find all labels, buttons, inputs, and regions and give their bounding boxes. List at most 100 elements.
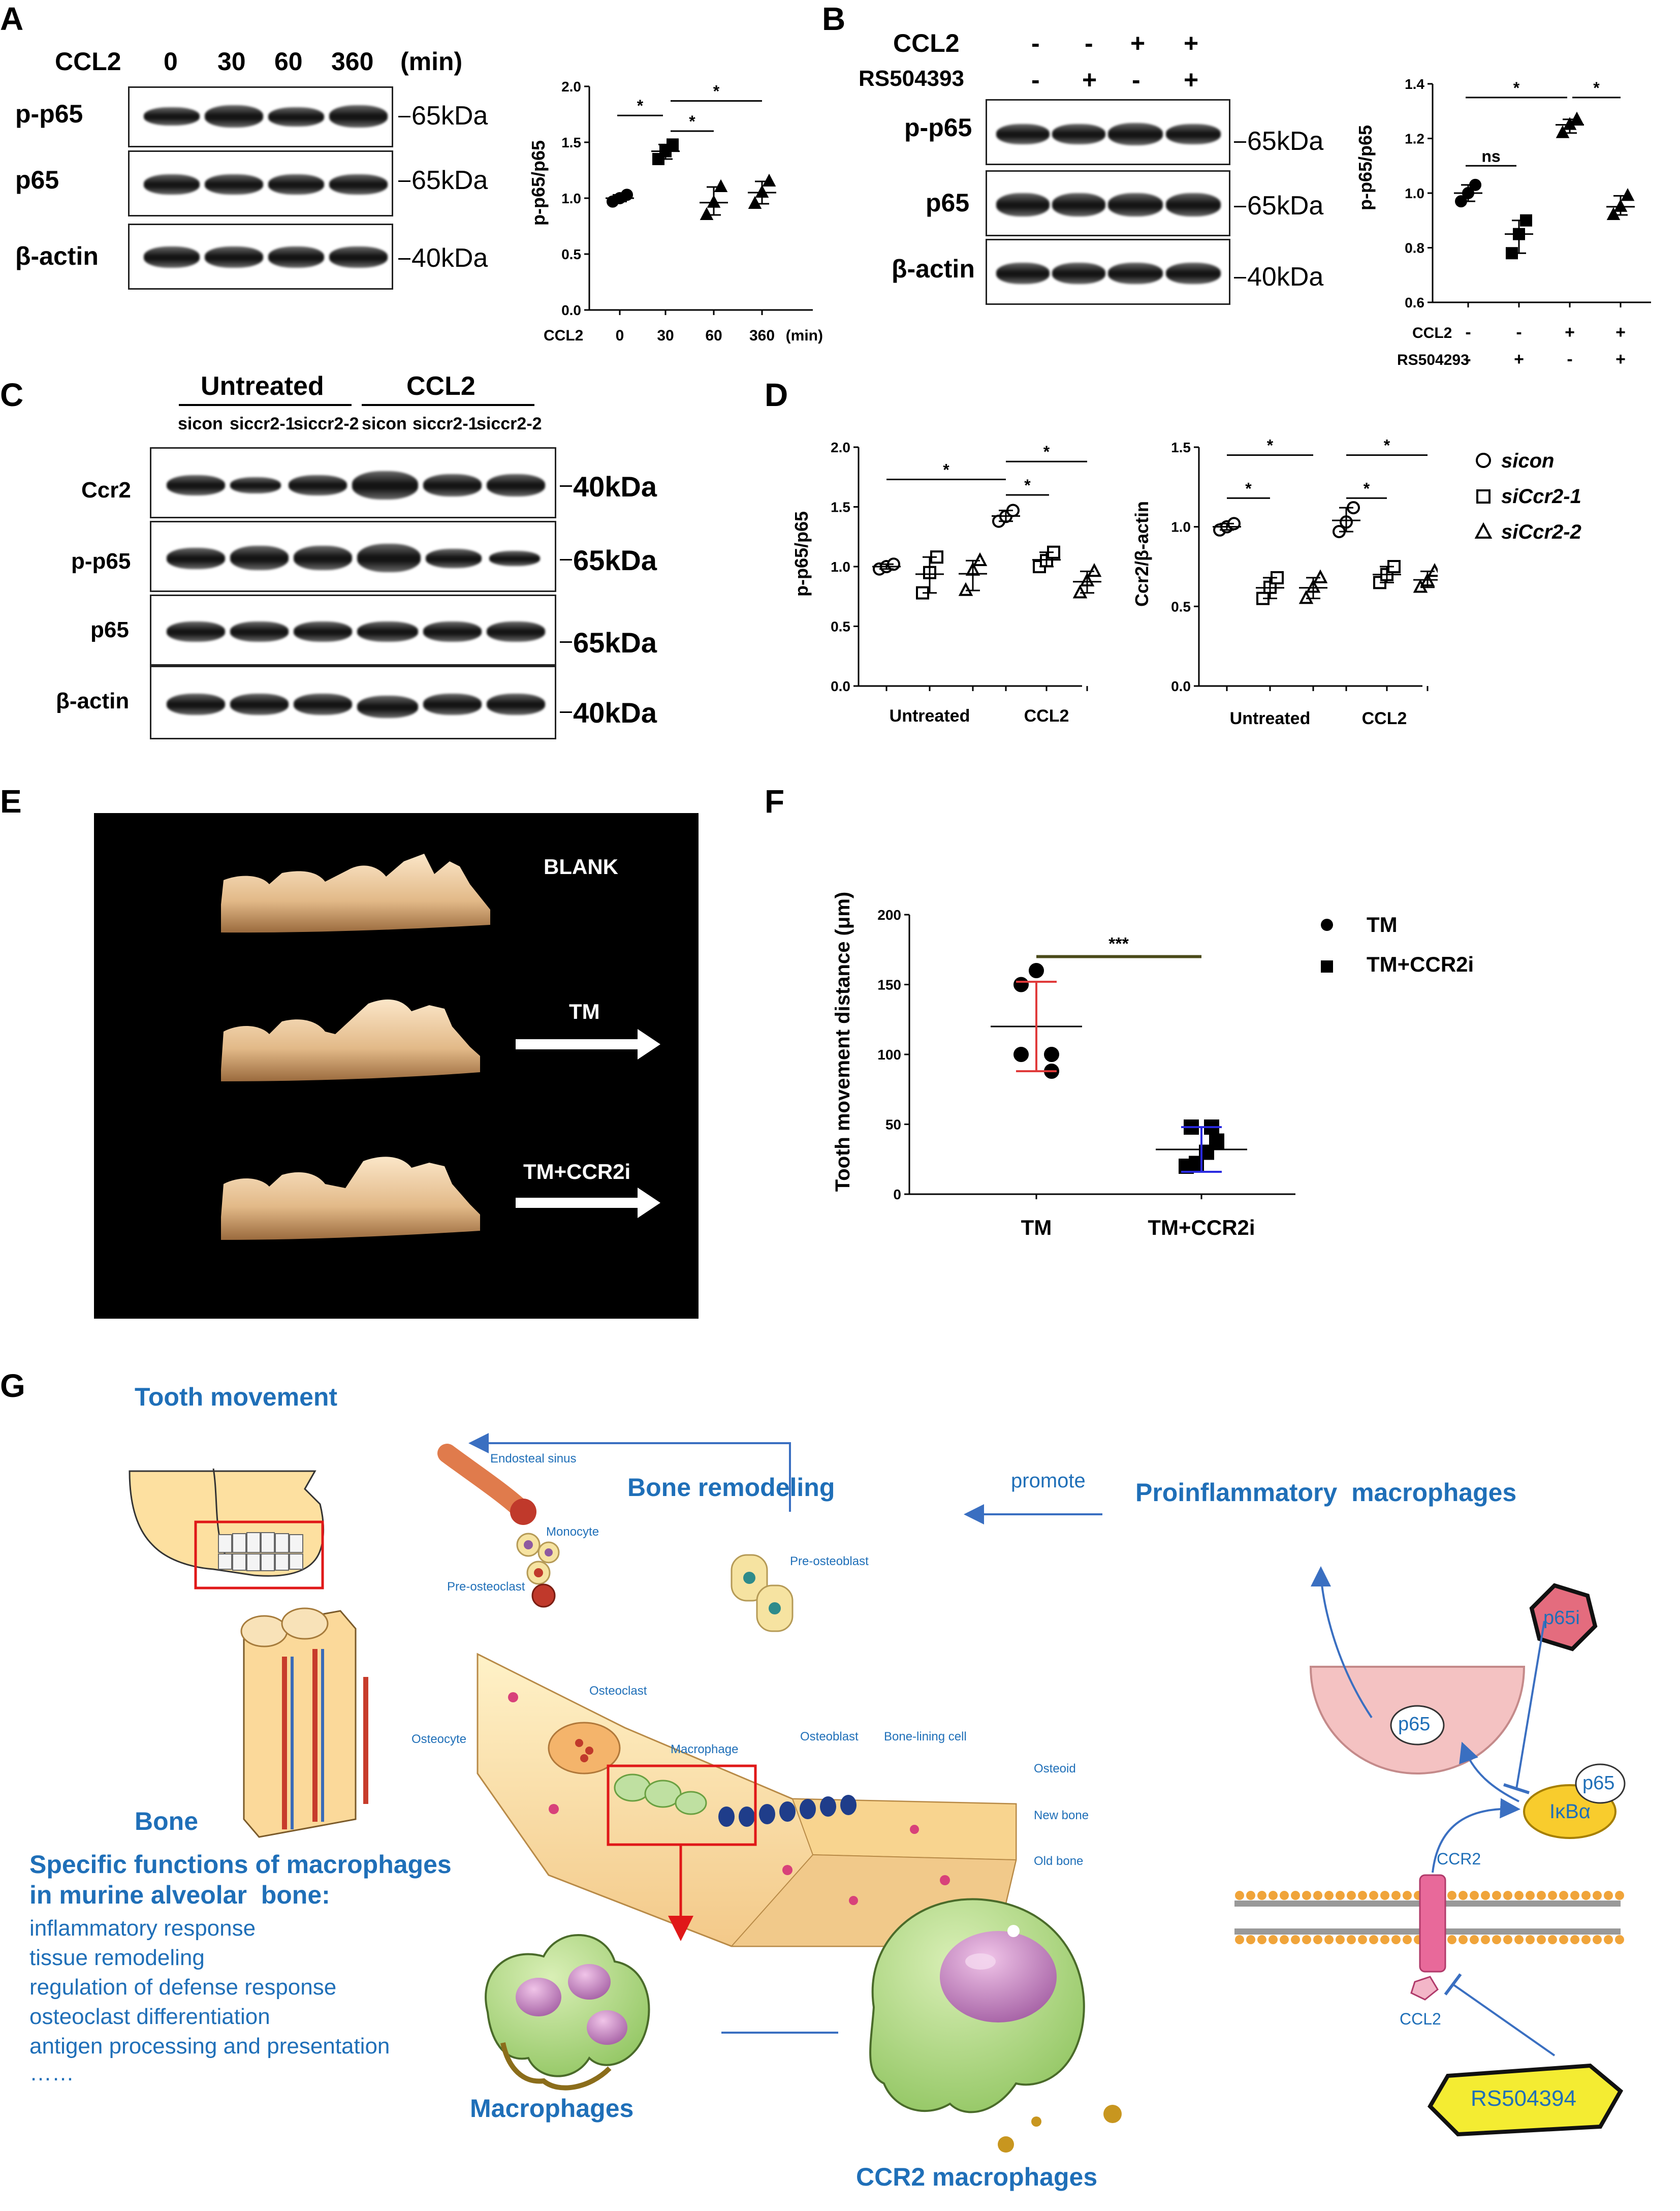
chart-d1-siCcr2-2-0-point-0 — [958, 582, 973, 596]
g-bone-label: Bone — [135, 1807, 198, 1835]
micro-ct-image: BLANK TM TM+CCR2i — [94, 813, 699, 1319]
chart-d2-ytick-label-1: 0.5 — [1171, 599, 1191, 614]
blot-a-row-label-pp65: p-p65 — [15, 100, 83, 128]
g-function-5: antigen processing and presentation — [29, 2034, 390, 2059]
chart-a-xunit: (min) — [786, 327, 823, 344]
membrane-head — [1257, 1935, 1266, 1944]
label-osteoclast: Osteoclast — [589, 1684, 647, 1698]
membrane-head — [1570, 1935, 1579, 1944]
legend-f-square-marker — [1321, 960, 1333, 973]
membrane-head — [1481, 1935, 1490, 1944]
blot-c-lane-4: sicon — [362, 414, 407, 433]
chart-f-xlabel-tm-ccr2i: TM+CCR2i — [1148, 1216, 1255, 1239]
jaw-tm — [221, 999, 480, 1081]
chart-d1-group-untreated: Untreated — [890, 706, 970, 726]
membrane-head — [1369, 1935, 1378, 1944]
membrane-head — [1604, 1935, 1613, 1944]
jaw-blank — [221, 854, 490, 933]
chart-b-sig-0-label: ns — [1481, 147, 1500, 165]
chart-d1-ytick-label-4: 2.0 — [831, 440, 850, 455]
chart-f-TM-point-2 — [1044, 1047, 1059, 1062]
blot-b-rs-label: RS504393 — [859, 66, 964, 91]
chart-a-ytick-label-3: 1.5 — [561, 135, 581, 150]
chart-b-ytick-label-2: 1.0 — [1405, 185, 1424, 201]
membrane-head — [1302, 1891, 1311, 1900]
chart-b-cond-rs-sign-2: + — [1514, 350, 1524, 369]
membrane-head — [1336, 1891, 1345, 1900]
membrane-head — [1514, 1935, 1524, 1944]
g-rs504394-label: RS504394 — [1471, 2086, 1576, 2111]
arrow-tm-ccr2i — [516, 1188, 660, 1218]
legend-f-tm: TM — [1367, 913, 1398, 937]
chart-b-cond-rs-sign-1: - — [1465, 350, 1471, 369]
blot-a-row-label-p65: p65 — [15, 166, 59, 194]
chart-f-ytick-label-1: 50 — [885, 1117, 901, 1133]
membrane-head — [1548, 1935, 1557, 1944]
g-ccr2-label: CCR2 — [1437, 1850, 1481, 1868]
blot-b-size-pp65: 65kDa — [1233, 127, 1324, 156]
chart-d1-siCcr2-2-0-point-2 — [972, 552, 988, 567]
chart-d2-siCcr2-2-0-point-2 — [1313, 569, 1328, 583]
g-p65i-label: p65i — [1543, 1607, 1580, 1629]
signaling-illustration — [1234, 1566, 1626, 2137]
skull-highlight-box — [194, 1520, 324, 1590]
chart-d1-ytick-label-2: 1.0 — [831, 559, 850, 575]
chart-f-ytick-label-4: 200 — [877, 907, 901, 923]
blot-c-strip-ccr2 — [150, 447, 556, 518]
blot-c-group-untreated: Untreated — [201, 371, 324, 401]
chart-d2-sig-2-label: * — [1364, 479, 1370, 497]
legend-d-triangle-marker — [1474, 522, 1493, 539]
membrane-head — [1235, 1891, 1244, 1900]
membrane-head — [1537, 1935, 1546, 1944]
blot-b-rs-sign-2: + — [1082, 66, 1097, 94]
membrane-head — [1257, 1891, 1266, 1900]
blot-b-row-label-actin: β-actin — [892, 255, 975, 283]
g-functions-title-2: in murine alveolar bone: — [29, 1881, 330, 1909]
membrane-head — [1492, 1935, 1501, 1944]
membrane-head — [1380, 1891, 1389, 1900]
label-osteocyte: Osteocyte — [411, 1732, 466, 1746]
panel-label-f: F — [765, 783, 785, 820]
blot-b-strip-actin — [986, 239, 1230, 305]
blot-c-strip-p65 — [150, 595, 556, 666]
legend-d-siccr2-1: siCcr2-1 — [1501, 485, 1581, 508]
membrane-head — [1302, 1935, 1311, 1944]
ccl2-ligand — [1410, 1976, 1439, 2001]
chart-d1-ytick-label-0: 0.0 — [831, 678, 850, 694]
label-pre-osteoclast: Pre-osteoclast — [447, 1580, 525, 1594]
blot-a-size-actin: 40kDa — [398, 243, 488, 273]
chart-f-TM-point-4 — [1029, 963, 1044, 978]
panel-label-a: A — [0, 1, 24, 37]
chart-d2-ytick-label-0: 0.0 — [1171, 678, 1191, 694]
membrane-head — [1570, 1891, 1579, 1900]
blot-b-ccl2-sign-3: + — [1130, 29, 1146, 57]
ccr2-receptor — [1419, 1874, 1446, 1973]
legend-d-square-marker — [1476, 489, 1491, 504]
membrane-head — [1470, 1935, 1479, 1944]
chart-d2-sig-0-label: * — [1245, 479, 1252, 497]
chart-d1-ytick-label-1: 0.5 — [831, 619, 850, 635]
chart-d1-ytick-label-3: 1.5 — [831, 500, 850, 515]
chart-b: 0.60.81.01.21.4ns** p-p65/p65 CCL2 RS504… — [1355, 76, 1651, 369]
blot-c-size-pp65: 65kDa — [559, 544, 657, 576]
chart-f-ytick-label-3: 150 — [877, 977, 901, 993]
blot-a-time-360: 360 — [331, 47, 374, 76]
chart-a-xtick-label-3: 360 — [749, 327, 775, 344]
micro-ct-label-tm: TM — [569, 1000, 600, 1023]
blot-b-ccl2-sign-4: + — [1184, 29, 1199, 57]
membrane-head — [1380, 1935, 1389, 1944]
skull-illustration — [129, 1468, 324, 1590]
membrane-head — [1313, 1935, 1322, 1944]
blot-b-size-actin: 40kDa — [1233, 262, 1324, 292]
membrane-head — [1526, 1891, 1535, 1900]
chart-f-TM-point-1 — [1013, 1047, 1029, 1062]
label-new-bone: New bone — [1034, 1809, 1089, 1822]
chart-d1-ylabel: p-p65/p65 — [791, 511, 812, 597]
blot-a-time-0: 0 — [164, 47, 178, 76]
membrane-head — [1447, 1891, 1456, 1900]
chart-d2-sig-1-label: * — [1267, 437, 1274, 455]
membrane-head — [1615, 1935, 1624, 1944]
chart-b-cond-ccl2-label: CCL2 — [1412, 325, 1452, 341]
chart-b-cond-rs-label: RS504293 — [1397, 352, 1469, 368]
chart-d2: 0.00.51.01.5**** Ccr2/β-actin Untreated … — [1131, 437, 1438, 728]
